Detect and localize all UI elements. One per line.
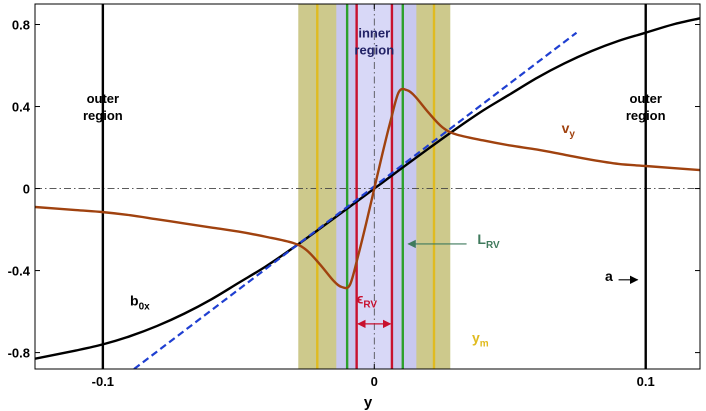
lrv-label: LRV [477, 231, 500, 251]
x-tick-label: 0 [371, 374, 378, 389]
annotations-layer: outer region outer region inner region vy b0x LR… [83, 25, 666, 349]
a-label: a [605, 268, 613, 284]
y-tick-label: -0.8 [8, 346, 30, 361]
series-layer [35, 17, 700, 369]
vertical-lines [101, 4, 647, 369]
outer-region-right-label-line-2: region [626, 108, 666, 123]
x-tick-label: 0.1 [637, 374, 655, 389]
zero-lines [35, 4, 700, 369]
axes-layer: -0.1 0 0.1 -0.8 -0.4 0 0.4 0.8 [8, 4, 700, 389]
outer-region-left-label-line-2: region [83, 108, 123, 123]
outer-region-left-label-line-1: outer [87, 91, 120, 106]
b0x-label: b0x [130, 292, 150, 312]
eps-label: ϵRV [357, 290, 378, 310]
series-vy [35, 87, 700, 290]
outer-region-right-label-line-1: outer [629, 91, 662, 106]
y-tick-label: 0.8 [12, 18, 30, 33]
y-tick-label: -0.4 [8, 264, 31, 279]
inner-region-label-line-1: inner [358, 25, 390, 40]
plot-frame [34, 3, 701, 370]
inner-region-label-line-2: region [354, 42, 394, 57]
arrows-layer [357, 239, 639, 329]
y-tick-label: 0 [23, 182, 30, 197]
series-linear [133, 31, 578, 369]
ym-label: ym [472, 329, 489, 349]
x-axis-label: y [364, 394, 373, 411]
x-tick-label: -0.1 [92, 374, 114, 389]
vy-label: vy [562, 120, 576, 140]
y-tick-label: 0.4 [12, 100, 31, 115]
